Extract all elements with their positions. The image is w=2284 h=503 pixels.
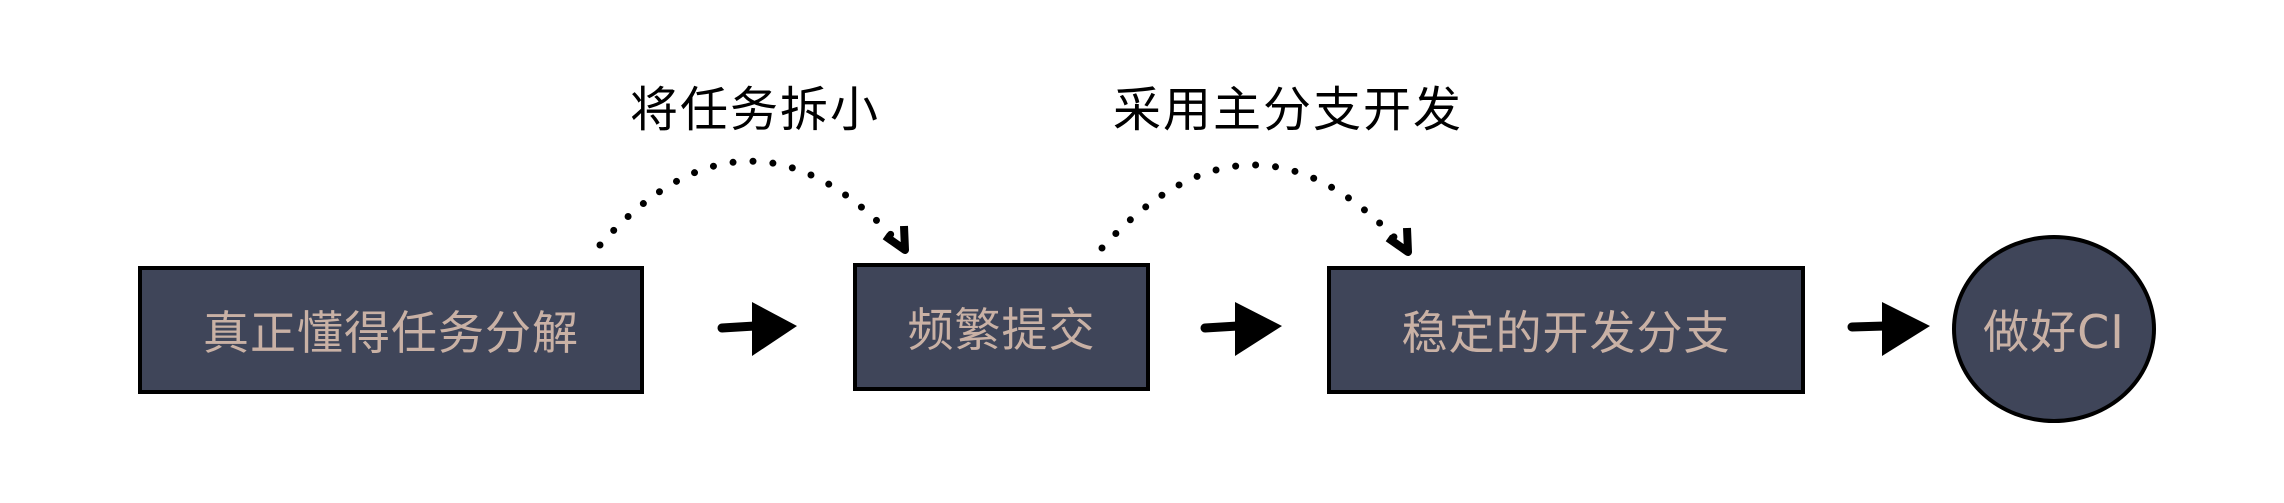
- annotation-trunk-development: 采用主分支开发: [1113, 82, 1464, 138]
- node-label: 频繁提交: [907, 303, 1096, 357]
- flow-arrow-2: [1200, 302, 1282, 356]
- node-label: 做好CI: [1983, 305, 2125, 359]
- flow-arrow-3: [1847, 302, 1930, 356]
- arc-arrowhead-1: [882, 225, 909, 254]
- dotted-arc-2: [1098, 161, 1412, 256]
- arc-arrowhead-2: [1385, 227, 1412, 256]
- node-label: 真正懂得任务分解: [203, 306, 579, 360]
- flow-arrow-1: [717, 302, 797, 356]
- dotted-arc-1: [596, 157, 909, 254]
- annotation-split-tasks: 将任务拆小: [630, 82, 881, 138]
- node-good-ci: 做好CI: [1952, 235, 2156, 423]
- node-task-decomposition: 真正懂得任务分解: [138, 266, 644, 394]
- node-frequent-commits: 频繁提交: [853, 263, 1150, 391]
- node-label: 稳定的开发分支: [1401, 306, 1731, 360]
- node-stable-dev-branch: 稳定的开发分支: [1327, 266, 1805, 394]
